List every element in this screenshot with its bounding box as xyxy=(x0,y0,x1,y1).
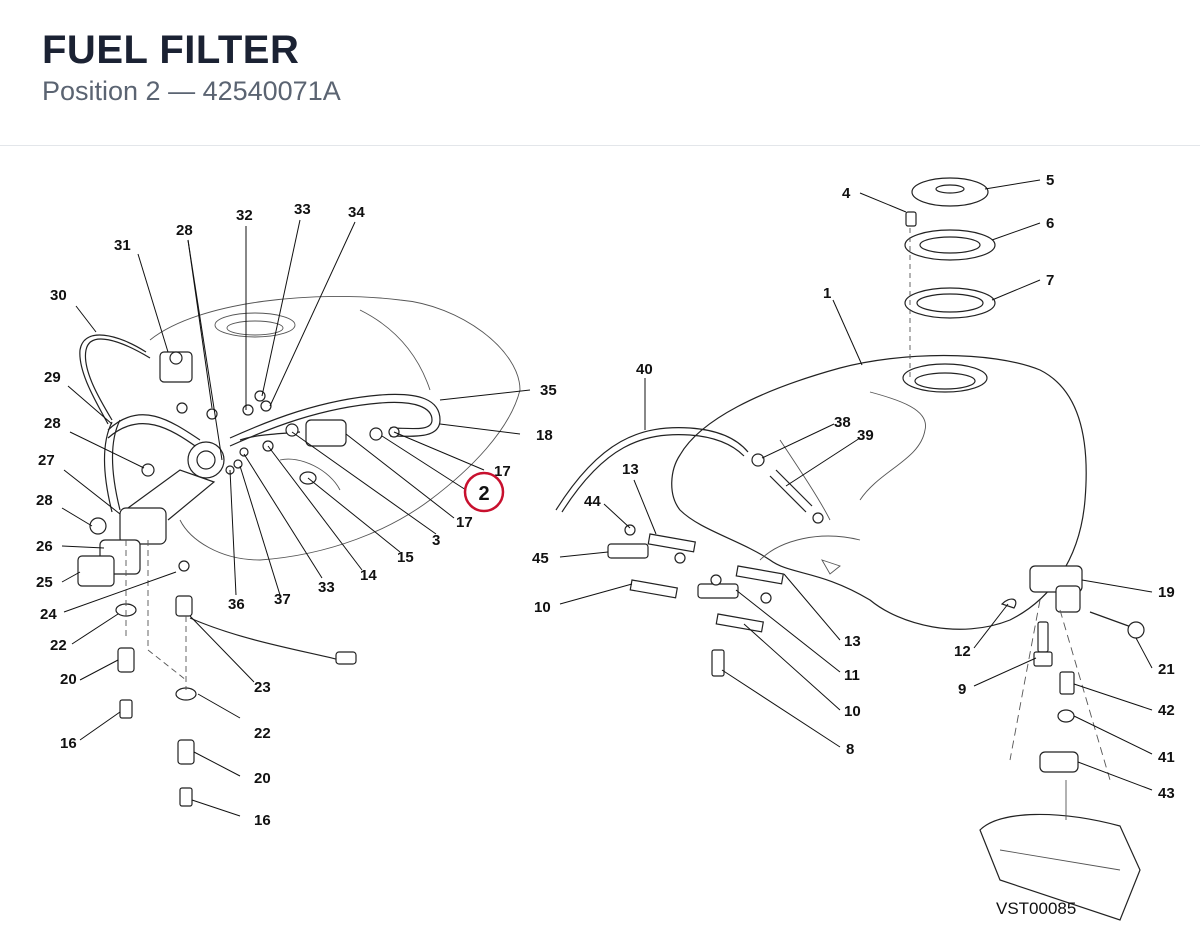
callout-13-bottom[interactable]: 13 xyxy=(844,633,861,650)
callout-41[interactable]: 41 xyxy=(1158,749,1175,766)
callout-44[interactable]: 44 xyxy=(584,493,601,510)
callout-33-bottom[interactable]: 33 xyxy=(318,579,335,596)
callout-31[interactable]: 31 xyxy=(114,237,131,254)
callout-28-top[interactable]: 28 xyxy=(176,222,193,239)
callout-32[interactable]: 32 xyxy=(236,207,253,224)
callout-13-top[interactable]: 13 xyxy=(622,461,639,478)
page-header: FUEL FILTER Position 2 — 42540071A xyxy=(0,0,1200,146)
callout-11[interactable]: 11 xyxy=(844,667,860,684)
callout-8[interactable]: 8 xyxy=(846,741,854,758)
drawing-code: VST00085 xyxy=(996,899,1077,918)
callout-10-right[interactable]: 10 xyxy=(844,703,861,720)
tank-ghost-left xyxy=(149,295,521,561)
drain-plugs-left xyxy=(115,540,357,807)
highlight-ring xyxy=(463,471,505,513)
callout-19[interactable]: 19 xyxy=(1158,584,1175,601)
callout-28-lower[interactable]: 28 xyxy=(36,492,53,509)
callout-30[interactable]: 30 xyxy=(50,287,67,304)
callout-16-right[interactable]: 16 xyxy=(254,812,271,829)
callout-17-lower[interactable]: 17 xyxy=(456,514,473,531)
callout-35[interactable]: 35 xyxy=(540,382,557,399)
highlight-label: 2 xyxy=(478,483,489,505)
callout-27[interactable]: 27 xyxy=(38,452,55,469)
callout-24[interactable]: 24 xyxy=(40,606,57,623)
callout-39[interactable]: 39 xyxy=(857,427,874,444)
callout-38[interactable]: 38 xyxy=(834,414,851,431)
filler-cap-parts xyxy=(904,177,996,380)
callout-18[interactable]: 18 xyxy=(536,427,553,444)
hinge-parts xyxy=(607,524,784,677)
callout-34[interactable]: 34 xyxy=(348,204,365,221)
callout-17-upper[interactable]: 17 xyxy=(494,463,511,480)
callout-45[interactable]: 45 xyxy=(532,550,549,567)
leader-lines xyxy=(61,179,1153,817)
fuel-pump-assembly xyxy=(77,351,400,587)
callout-4[interactable]: 4 xyxy=(842,185,851,202)
callout-37[interactable]: 37 xyxy=(274,591,291,608)
callout-25[interactable]: 25 xyxy=(36,574,53,591)
diagram-svg: 4 5 6 7 1 40 38 39 13 44 45 10 13 11 10 … xyxy=(36,172,1175,921)
callout-14[interactable]: 14 xyxy=(360,567,377,584)
page-title: FUEL FILTER xyxy=(42,28,300,72)
callout-22-right[interactable]: 22 xyxy=(254,725,271,742)
callout-26[interactable]: 26 xyxy=(36,538,53,555)
callout-20-right[interactable]: 20 xyxy=(254,770,271,787)
callout-5[interactable]: 5 xyxy=(1046,172,1054,189)
callout-12[interactable]: 12 xyxy=(954,643,971,660)
callout-15[interactable]: 15 xyxy=(397,549,414,566)
page-subtitle: Position 2 — 42540071A xyxy=(42,76,341,106)
callout-42[interactable]: 42 xyxy=(1158,702,1175,719)
callout-33-top[interactable]: 33 xyxy=(294,201,311,218)
tank-support-bracket xyxy=(979,565,1145,921)
callout-29[interactable]: 29 xyxy=(44,369,61,386)
callout-7[interactable]: 7 xyxy=(1046,272,1054,289)
callout-16-left[interactable]: 16 xyxy=(60,735,77,752)
callout-40[interactable]: 40 xyxy=(636,361,653,378)
callout-28-left[interactable]: 28 xyxy=(44,415,61,432)
callout-43[interactable]: 43 xyxy=(1158,785,1175,802)
breather-hose xyxy=(555,427,824,524)
callout-1[interactable]: 1 xyxy=(823,285,831,302)
fuel-filter-part xyxy=(305,419,347,447)
callout-10-left[interactable]: 10 xyxy=(534,599,551,616)
callout-labels: 4 5 6 7 1 40 38 39 13 44 45 10 13 11 10 … xyxy=(36,172,1175,829)
callout-22-left[interactable]: 22 xyxy=(50,637,67,654)
callout-36[interactable]: 36 xyxy=(228,596,245,613)
exploded-parts-diagram: 4 5 6 7 1 40 38 39 13 44 45 10 13 11 10 … xyxy=(0,146,1200,940)
highlight-callout-2[interactable]: 2 xyxy=(463,471,505,513)
callout-21[interactable]: 21 xyxy=(1158,661,1175,678)
fuel-lines-left xyxy=(79,334,441,513)
callout-6[interactable]: 6 xyxy=(1046,215,1054,232)
callout-23[interactable]: 23 xyxy=(254,679,271,696)
callout-9[interactable]: 9 xyxy=(958,681,966,698)
callout-20-left[interactable]: 20 xyxy=(60,671,77,688)
callout-3[interactable]: 3 xyxy=(432,532,440,549)
